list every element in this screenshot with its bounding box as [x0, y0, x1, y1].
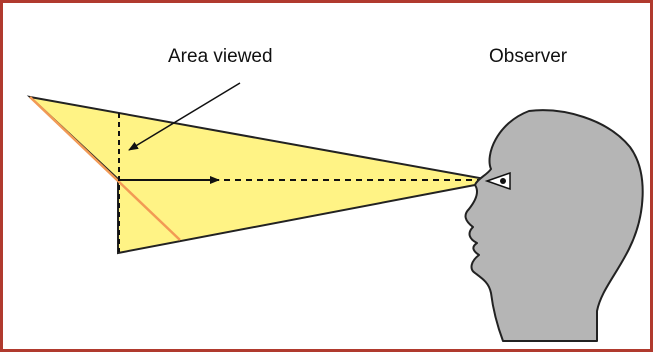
- area-viewed-label: Area viewed: [168, 47, 273, 66]
- view-cone: [30, 97, 496, 253]
- observer-label: Observer: [489, 47, 567, 66]
- observer-pupil: [500, 178, 506, 184]
- observer-head: [466, 110, 643, 341]
